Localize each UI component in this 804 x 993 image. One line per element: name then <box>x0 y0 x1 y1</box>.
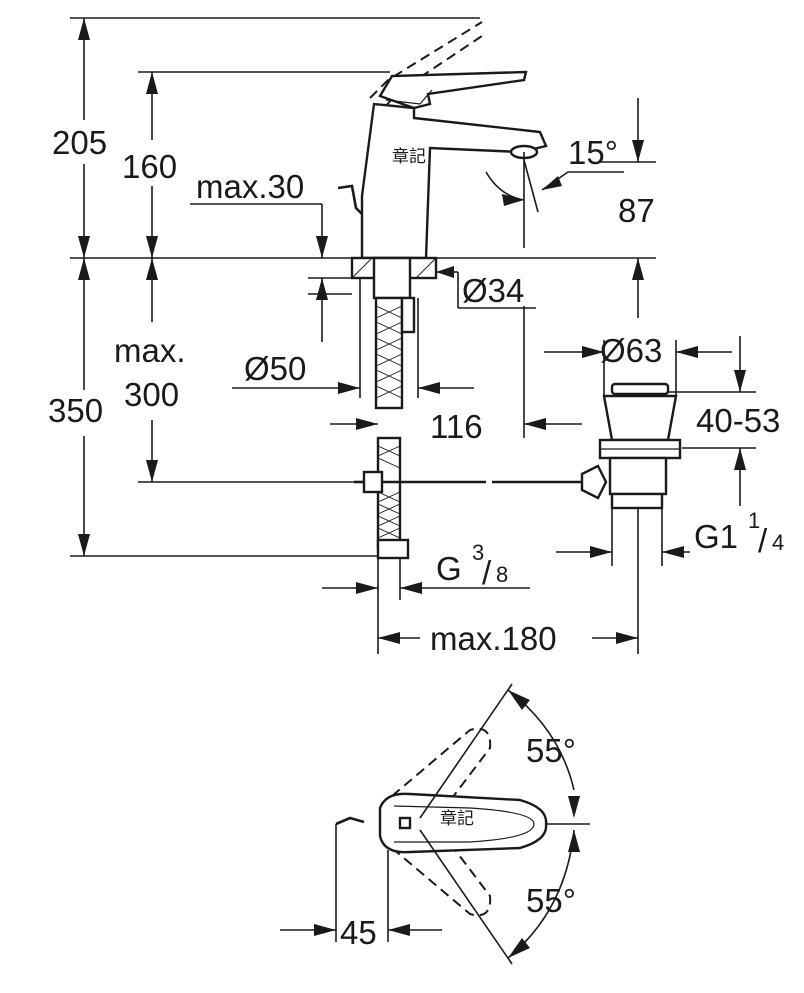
dimension-labels: 205 160 max.30 15° 87 Ø34 max. 300 Ø50 3… <box>48 124 784 951</box>
svg-text:3: 3 <box>472 540 484 565</box>
dim-40-53: 40-53 <box>696 402 780 439</box>
lever-rotated-down-outline <box>391 829 492 917</box>
outlet-top <box>398 816 412 830</box>
dim-300: 300 <box>124 376 179 413</box>
dim-d63: Ø63 <box>600 332 662 369</box>
dim-55deg-bottom: 55° <box>526 882 576 919</box>
popup-rod <box>337 184 363 215</box>
dim-205: 205 <box>52 124 107 161</box>
dim-160: 160 <box>122 148 177 185</box>
dim-116: 116 <box>430 408 483 445</box>
svg-text:/: / <box>758 522 768 559</box>
dim-d34: Ø34 <box>462 272 524 309</box>
svg-text:1: 1 <box>748 508 760 533</box>
faucet-side-view: 章記 <box>337 21 548 260</box>
svg-text:G: G <box>436 550 462 587</box>
lever-rotated-up-outline <box>391 727 492 815</box>
svg-text:/: / <box>482 554 492 591</box>
dim-350: 350 <box>48 392 103 429</box>
dim-87: 87 <box>618 192 655 229</box>
flexible-hose-upper <box>374 296 404 410</box>
svg-text:8: 8 <box>496 562 508 587</box>
dim-g1-1-4: G1 1 / 4 <box>694 508 784 559</box>
waste-top-cap <box>610 382 670 396</box>
brand-mark-side: 章記 <box>392 147 426 167</box>
rod-clamp <box>362 470 384 494</box>
dim-55deg-top: 55° <box>526 732 576 769</box>
dim-d50: Ø50 <box>244 350 306 387</box>
brand-mark-top: 章記 <box>440 809 474 829</box>
dim-max30: max.30 <box>196 168 304 205</box>
dim-45: 45 <box>340 914 377 951</box>
svg-text:G1: G1 <box>694 518 738 555</box>
dim-max-label: max. <box>114 332 186 369</box>
dim-g-3-8: G 3 / 8 <box>436 540 508 591</box>
popup-rod-top <box>335 816 365 826</box>
faucet-body <box>360 102 548 260</box>
faucet-top-view: 章記 <box>280 683 590 965</box>
svg-text:4: 4 <box>772 530 784 555</box>
dim-max180: max.180 <box>430 620 557 657</box>
lever <box>378 70 528 110</box>
waste-tail <box>610 492 664 510</box>
waste-drain <box>382 382 682 510</box>
dimension-lines <box>70 17 756 654</box>
mounting-shank <box>350 256 438 560</box>
hose-connector-nut <box>376 538 410 560</box>
dim-15deg: 15° <box>568 134 618 171</box>
